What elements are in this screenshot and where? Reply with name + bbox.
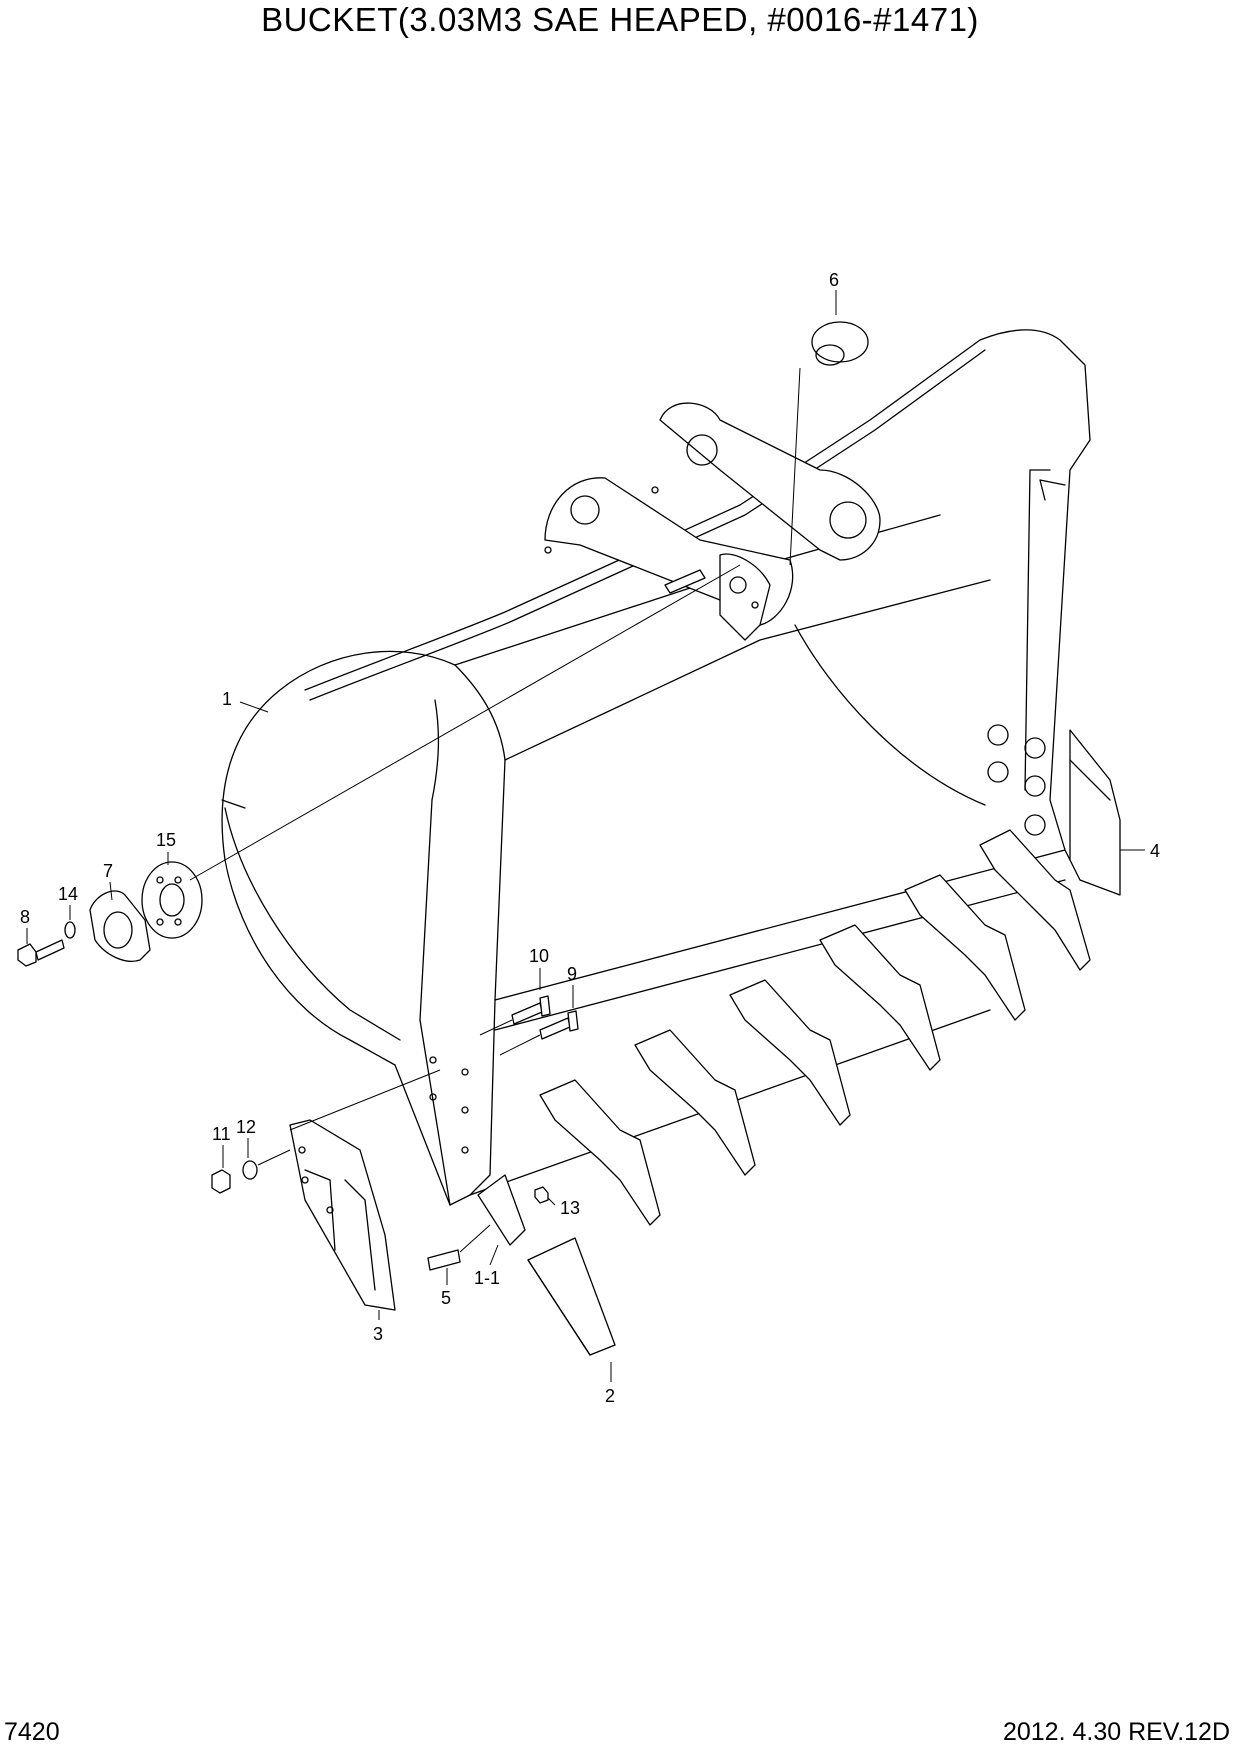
callout-5: 5 [441, 1288, 451, 1308]
callout-2: 2 [605, 1386, 615, 1406]
callout-15: 15 [156, 830, 176, 850]
callout-7: 7 [103, 861, 113, 881]
side-cutter-right [1069, 729, 1121, 896]
callout-1-1: 1-1 [474, 1268, 500, 1288]
callout-11: 11 [212, 1124, 231, 1144]
callout-4: 4 [1150, 841, 1160, 861]
page-code: 7420 [4, 1718, 60, 1746]
callout-13: 13 [560, 1198, 580, 1218]
diagram-title: BUCKET(3.03M3 SAE HEAPED, #0016-#1471) [261, 1, 979, 38]
pin-hardware [17, 321, 869, 1271]
loose-tooth [527, 1237, 616, 1356]
callout-6: 6 [829, 270, 839, 290]
callout-1: 1 [222, 689, 232, 709]
callout-3: 3 [373, 1324, 383, 1344]
callout-leaders [26, 290, 1145, 1382]
callout-numbers: 6 1 4 15 7 14 8 10 9 11 12 13 5 1-1 3 2 [20, 270, 1160, 1406]
side-cutter-left [289, 1119, 396, 1311]
bucket-teeth [477, 829, 1091, 1356]
callout-14: 14 [58, 884, 78, 904]
mounting-bracket [429, 402, 1046, 1154]
callout-12: 12 [236, 1117, 256, 1137]
callout-8: 8 [20, 907, 30, 927]
callout-10: 10 [529, 946, 549, 966]
revision-stamp: 2012. 4.30 REV.12D [1002, 1718, 1230, 1746]
callout-9: 9 [567, 964, 577, 984]
